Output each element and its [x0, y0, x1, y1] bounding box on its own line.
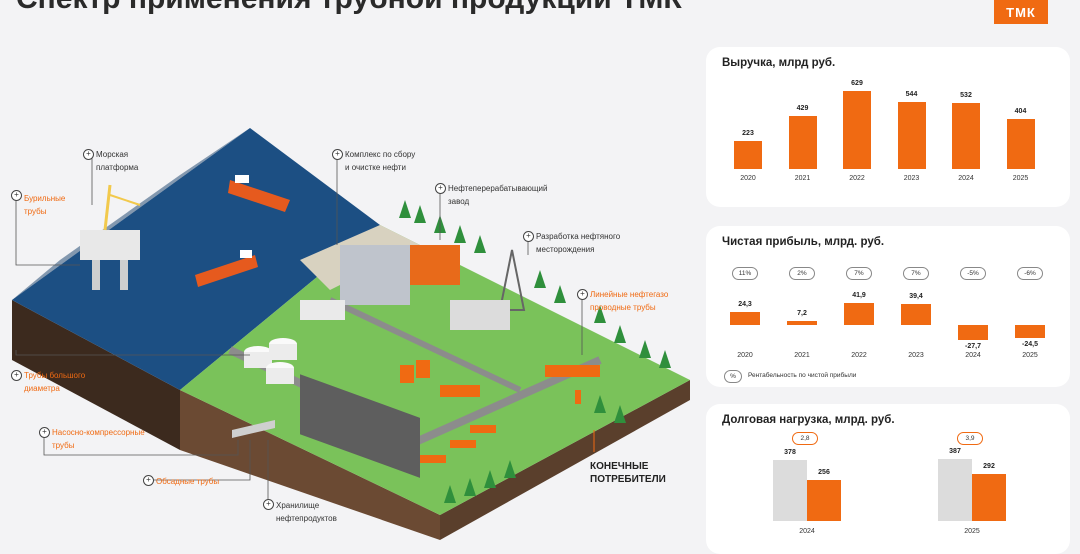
profit-value-label: 39,4	[909, 293, 923, 301]
margin-legend-text: Рентабельность по чистой прибыли	[748, 372, 857, 379]
revenue-bar	[952, 103, 980, 169]
plus-icon[interactable]: +	[39, 427, 50, 438]
profit-year-label: 2022	[851, 352, 867, 359]
profit-value-label: -24,5	[1022, 340, 1038, 348]
plus-icon[interactable]: +	[143, 475, 154, 486]
profit-bar	[787, 321, 817, 325]
debt-net-bar	[972, 474, 1006, 521]
margin-pill: -5%	[960, 267, 986, 280]
profit-value-label: -27,7	[965, 342, 981, 350]
revenue-year-label: 2025	[1012, 175, 1029, 182]
revenue-year-label: 2024	[958, 175, 974, 182]
debt-ratio-pill: 3,9	[957, 432, 983, 445]
label-casing[interactable]: Обсадные трубы	[156, 477, 220, 486]
plus-icon: +	[263, 499, 274, 510]
margin-pill: 7%	[903, 267, 929, 280]
revenue-year-label: 2020	[740, 175, 756, 182]
revenue-value-label: 223	[742, 130, 754, 138]
plus-icon: +	[435, 183, 446, 194]
profit-bar	[730, 312, 760, 325]
revenue-value-label: 544	[905, 90, 918, 98]
debt-title: Долговая нагрузка, млрд. руб.	[722, 414, 895, 426]
revenue-value-label: 404	[1014, 107, 1027, 115]
profit-year-label: 2025	[1022, 352, 1038, 359]
label-line-pipes[interactable]: Линейные нефтегазо проводные трубы	[590, 290, 669, 312]
revenue-value-label: 429	[796, 104, 809, 112]
revenue-title: Выручка, млрд руб.	[722, 57, 836, 69]
profit-year-label: 2024	[965, 352, 981, 359]
revenue-card: Выручка, млрд руб. 223 2020 429 2021 629 2022…	[706, 47, 1070, 207]
debt-net-value: 256	[818, 468, 830, 476]
profit-value-label: 41,9	[852, 292, 866, 299]
debt-gross-value: 378	[784, 449, 796, 457]
label-offshore-platform: Морская платформа	[96, 150, 139, 172]
margin-pill: -6%	[1017, 267, 1043, 280]
profit-bar	[1015, 325, 1045, 338]
revenue-year-label: 2022	[849, 175, 865, 182]
label-oilfield: Разработка нефтяного месторождения	[536, 232, 621, 254]
profit-title: Чистая прибыль, млрд. руб.	[722, 236, 885, 248]
plus-icon: +	[83, 149, 94, 160]
debt-year-label: 2024	[799, 528, 815, 535]
label-drill-pipes[interactable]: Бурильные трубы	[24, 194, 66, 216]
margin-legend-marker: %	[724, 370, 742, 383]
industry-illustration	[12, 128, 690, 540]
profit-bar	[901, 304, 931, 325]
margin-pill: 11%	[732, 267, 758, 280]
plus-icon[interactable]: +	[577, 289, 588, 300]
margin-pill: 2%	[789, 267, 815, 280]
label-storage: Хранилище нефтепродуктов	[276, 501, 337, 523]
revenue-bar	[734, 141, 762, 169]
profit-year-label: 2021	[794, 352, 810, 359]
debt-card: Долговая нагрузка, млрд. руб. 378 256 2,8 2…	[706, 404, 1070, 554]
label-oil-collection: Комплекс по сбору и очистке нефти	[345, 150, 416, 172]
profit-bar	[958, 325, 988, 340]
profit-bar	[844, 303, 874, 325]
label-end-consumers: КОНЕЧНЫЕ ПОТРЕБИТЕЛИ	[590, 461, 666, 485]
tmk-logo: ТМК	[994, 0, 1048, 24]
revenue-bar	[897, 101, 926, 169]
debt-ratio-pill: 2,8	[792, 432, 818, 445]
debt-gross-value: 387	[949, 448, 961, 455]
revenue-bar	[1006, 118, 1035, 169]
revenue-bar	[843, 91, 871, 169]
plus-icon: +	[332, 149, 343, 160]
profit-value-label: 24,3	[738, 301, 752, 309]
debt-gross-bar	[938, 459, 972, 521]
revenue-value-label: 532	[960, 92, 972, 100]
plus-icon[interactable]: +	[11, 370, 22, 381]
revenue-value-label: 629	[851, 80, 863, 87]
label-tubing[interactable]: Насосно-компрессорные трубы	[52, 428, 145, 450]
label-refinery: Нефтеперерабатывающий завод	[448, 184, 548, 206]
debt-net-bar	[807, 479, 841, 521]
plus-icon[interactable]: +	[11, 190, 22, 201]
plus-icon: +	[523, 231, 534, 242]
margin-pill: 7%	[846, 267, 872, 280]
revenue-year-label: 2023	[903, 175, 920, 182]
profit-card: Чистая прибыль, млрд. руб. 24,3 2020 11% 7,…	[706, 226, 1070, 387]
debt-gross-bar	[773, 460, 807, 521]
page-title: Спектр применения трубной продукции ТМК	[16, 0, 682, 16]
label-large-diameter[interactable]: Трубы большого диаметра	[24, 371, 86, 393]
debt-net-value: 292	[983, 463, 995, 471]
debt-year-label: 2025	[964, 528, 980, 535]
revenue-bar	[788, 115, 817, 169]
profit-value-label: 7,2	[797, 310, 807, 318]
profit-year-label: 2023	[908, 352, 924, 359]
revenue-year-label: 2021	[794, 175, 811, 182]
profit-year-label: 2020	[737, 352, 753, 359]
